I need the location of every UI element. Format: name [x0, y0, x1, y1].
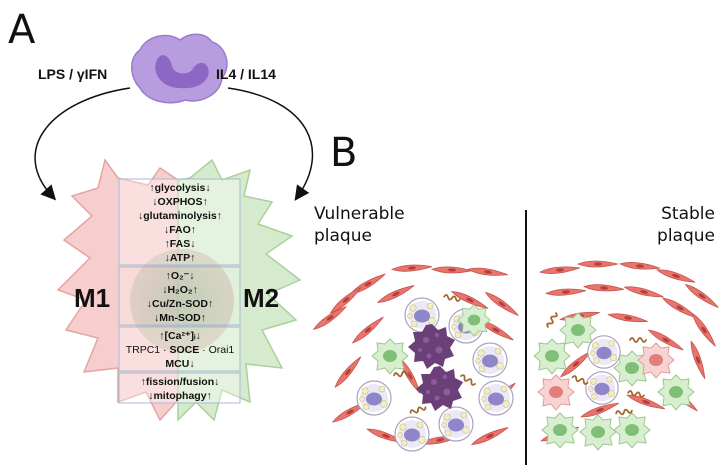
m2-label: M2: [243, 283, 279, 313]
lipid-squiggle: [614, 407, 634, 417]
m1-label: M1: [74, 283, 110, 313]
soce-label: SOCE: [169, 344, 199, 356]
foam-cell: [438, 406, 474, 442]
foam-cell: [478, 380, 514, 416]
right-stimulus-label: IL4 / IL14: [216, 66, 276, 82]
foam-cell: [394, 416, 430, 452]
m2-cell: [541, 412, 579, 449]
metabolism-item: ↓FAO↑: [164, 224, 196, 236]
m2-cell: [579, 414, 617, 451]
calcium-item: ↑[Ca²⁺]ᵢ↓: [159, 330, 200, 342]
dynamics-item: ↓mitophagy↑: [148, 390, 212, 402]
ros-item: ↓Mn-SOD↑: [154, 312, 206, 324]
smooth-muscle-cell: [431, 265, 473, 275]
smooth-muscle-cell: [376, 282, 416, 306]
smooth-muscle-cell: [623, 283, 665, 301]
panel-a-letter: A: [8, 7, 36, 53]
foam-cell: [472, 342, 508, 378]
metabolism-item: ↑glycolysis↓: [149, 182, 210, 194]
foam-cell: [356, 380, 392, 416]
smooth-muscle-cell: [619, 260, 661, 272]
lipid-squiggle: [459, 373, 477, 387]
orai1-label: · Orai1: [199, 344, 234, 356]
m1-cell: [637, 342, 675, 379]
lipid-squiggle: [629, 337, 647, 343]
smooth-muscle-cell: [539, 264, 581, 276]
smooth-muscle-cell: [311, 303, 349, 333]
smooth-muscle-cell: [545, 287, 587, 297]
smooth-muscle-cell: [607, 311, 649, 325]
foam-cell: [585, 371, 619, 405]
necrotic-core-shape: [416, 366, 463, 411]
m2-cell: [657, 374, 695, 411]
stable-plaque: [533, 260, 720, 451]
stable-title-line1: Stable: [661, 204, 715, 224]
ros-item: ↑O₂⁻↓: [166, 270, 195, 282]
ros-list: ↑O₂⁻↓ ↓H₂O₂↑ ↓Cu/Zn-SOD↑ ↓Mn-SOD↑: [147, 270, 214, 324]
smooth-muscle-cell: [467, 265, 509, 279]
metabolism-item: ↓glutaminolysis↑: [138, 210, 222, 222]
lipid-squiggle: [545, 311, 559, 329]
arrow-to-m2: [227, 87, 314, 201]
dynamics-list: ↑fission/fusion↓ ↓mitophagy↑: [141, 376, 220, 402]
calcium-item: MCU↓: [165, 358, 194, 370]
smooth-muscle-cell: [583, 283, 625, 293]
m2-macrophage-shape: [177, 158, 302, 422]
metabolism-item: ↑FAS↓: [165, 238, 196, 250]
dynamics-box: [118, 372, 241, 404]
smooth-muscle-cell: [332, 354, 364, 390]
trpc1-label: TRPC1 ·: [126, 344, 170, 356]
smooth-muscle-cell: [470, 424, 510, 448]
smooth-muscle-cell: [655, 266, 697, 286]
metabolism-box: [118, 178, 241, 266]
m2-cell: [533, 338, 571, 375]
panel-b-letter: B: [330, 130, 357, 176]
foam-cell: [587, 335, 621, 369]
smooth-muscle-cell: [577, 260, 619, 268]
m2-cell-small: [371, 338, 409, 375]
smooth-muscle-cell: [391, 263, 433, 273]
calcium-channels: TRPC1 · SOCE · Orai1: [126, 344, 235, 356]
ros-box: [118, 266, 241, 326]
metabolism-item: ↓OXPHOS↑: [152, 196, 207, 208]
smooth-muscle-cell: [483, 289, 521, 319]
lipid-squiggle: [570, 374, 590, 386]
ros-item: ↓Cu/Zn-SOD↑: [147, 298, 214, 310]
smooth-muscle-cell: [689, 311, 719, 349]
ros-item: ↓H₂O₂↑: [162, 284, 198, 296]
calcium-list: ↑[Ca²⁺]ᵢ↓ TRPC1 · SOCE · Orai1 MCU↓: [126, 330, 235, 370]
m1-cell: [537, 374, 575, 411]
smooth-muscle-cell: [683, 281, 720, 311]
vulnerable-title-line2: plaque: [314, 226, 372, 246]
left-stimulus-label: LPS / γIFN: [38, 66, 107, 82]
calcium-box: [118, 326, 241, 372]
vulnerable-plaque: [311, 263, 521, 452]
stable-title-line2: plaque: [657, 226, 715, 246]
m1-macrophage-shape: [56, 158, 179, 422]
metabolism-item: ↓ATP↑: [165, 252, 196, 264]
m2-cell-small: [457, 304, 491, 337]
dynamics-item: ↑fission/fusion↓: [141, 376, 220, 388]
smooth-muscle-cell: [687, 339, 709, 381]
smooth-muscle-cell: [350, 314, 386, 346]
vulnerable-title-line1: Vulnerable: [314, 204, 405, 224]
smooth-muscle-cell: [328, 284, 364, 316]
metabolism-list: ↑glycolysis↓ ↓OXPHOS↑ ↓glutaminolysis↑ ↓…: [138, 182, 222, 264]
arrow-to-m1: [34, 87, 131, 201]
monocyte-icon: [131, 33, 228, 104]
lipid-squiggle: [408, 404, 428, 416]
m2-cell: [613, 412, 651, 449]
